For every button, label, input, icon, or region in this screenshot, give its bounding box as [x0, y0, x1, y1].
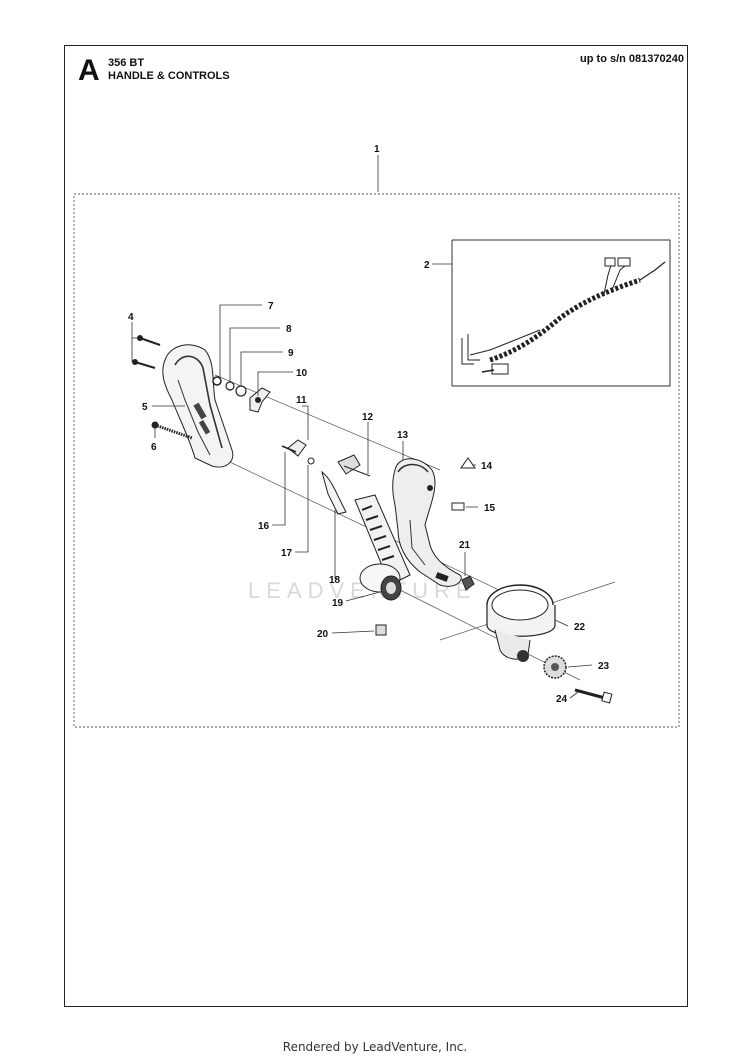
callout-12: 12: [362, 412, 374, 423]
clamp-knob-bolt: [543, 655, 613, 704]
handle-grip: [392, 458, 462, 587]
rear-handle-half: [162, 344, 234, 468]
model-name: 356 BT: [108, 57, 145, 69]
page-frame: [64, 45, 688, 1007]
watermark: LEADVENTURE: [248, 578, 477, 603]
callout-15: 15: [484, 503, 496, 514]
throttle-parts: [281, 439, 371, 515]
clamp-ring: [486, 584, 556, 662]
callout-labels: 1 2 4 5 6 7 8 9 10 11 12 13 14 15 16 17 …: [128, 144, 610, 705]
section-letter: A: [78, 54, 100, 87]
screws: [132, 335, 161, 369]
callout-14: 14: [481, 461, 493, 472]
callout-23: 23: [598, 661, 610, 672]
callout-5: 5: [142, 402, 148, 413]
callout-1: 1: [374, 144, 380, 155]
callout-13: 13: [397, 430, 409, 441]
callout-16: 16: [258, 521, 270, 532]
callout-11: 11: [296, 395, 307, 406]
callout-20: 20: [317, 629, 329, 640]
callout-17: 17: [281, 548, 293, 559]
assembly-boundary: [73, 193, 680, 728]
harness-box: [452, 239, 671, 387]
callout-10: 10: [296, 368, 308, 379]
callout-19: 19: [332, 598, 344, 609]
wiring-harness: [461, 257, 666, 375]
callout-24: 24: [556, 694, 568, 705]
fasteners: [375, 457, 476, 636]
callout-2: 2: [424, 260, 430, 271]
callout-9: 9: [288, 348, 294, 359]
page-title: HANDLE & CONTROLS: [108, 70, 230, 82]
callout-8: 8: [286, 324, 292, 335]
knob-washers: [212, 376, 271, 413]
callout-22: 22: [574, 622, 586, 633]
serial-range: up to s/n 081370240: [580, 53, 684, 65]
callout-21: 21: [459, 540, 471, 551]
callout-4: 4: [128, 312, 134, 323]
footer-credit: Rendered by LeadVenture, Inc.: [282, 1040, 468, 1054]
callout-18: 18: [329, 575, 341, 586]
bolt: [151, 421, 193, 440]
callout-leaders: [131, 155, 593, 699]
callout-7: 7: [268, 301, 274, 312]
callout-6: 6: [151, 442, 157, 453]
